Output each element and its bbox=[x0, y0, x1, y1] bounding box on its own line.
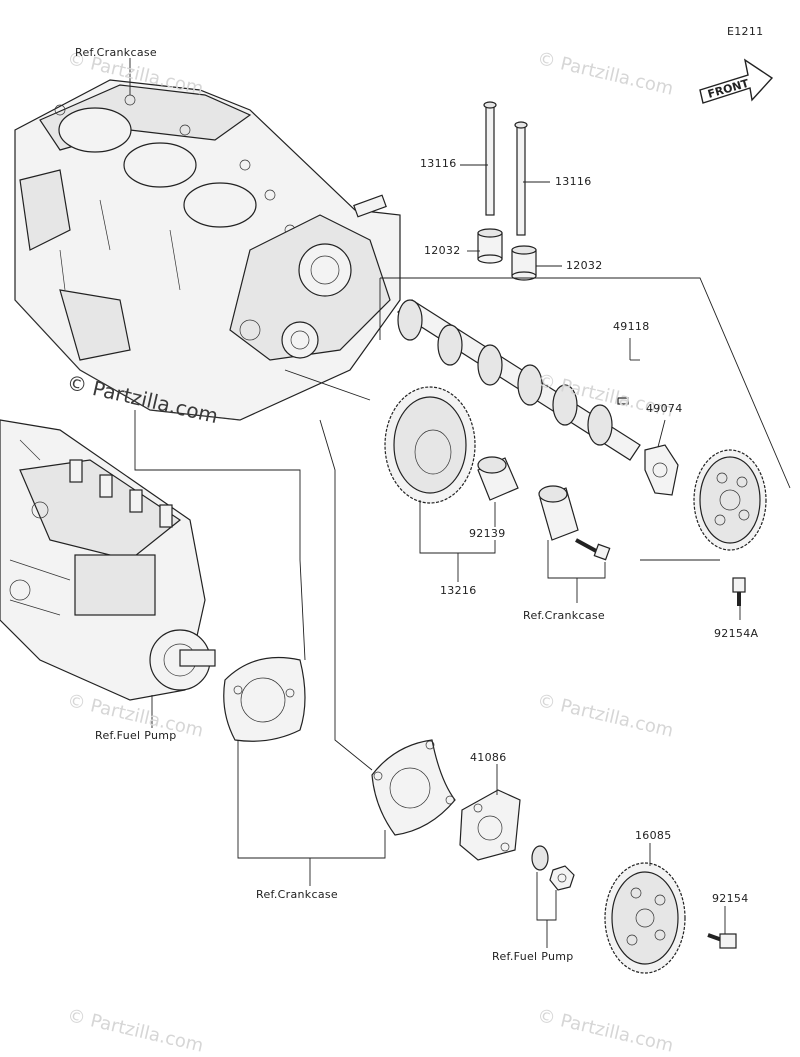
diagram-drawing: FRONT bbox=[0, 58, 791, 974]
key-icon bbox=[617, 397, 629, 405]
camshaft-gear bbox=[693, 449, 767, 551]
gasket-crankcase bbox=[371, 739, 456, 836]
label-ref-crankcase-mid[interactable]: Ref.Crankcase bbox=[523, 609, 605, 622]
idler-gear-13216 bbox=[384, 386, 476, 504]
tappet-12032-left bbox=[477, 228, 503, 264]
idler-shaft-bolt bbox=[575, 538, 611, 561]
label-49118[interactable]: 49118 bbox=[613, 320, 650, 333]
tappet-12032-right bbox=[511, 245, 537, 281]
label-92139[interactable]: 92139 bbox=[469, 527, 506, 540]
gasket-fuel-pump bbox=[223, 656, 306, 742]
label-ref-fuel-pump-bottom[interactable]: Ref.Fuel Pump bbox=[492, 950, 574, 963]
label-ref-crankcase-bottom[interactable]: Ref.Crankcase bbox=[256, 888, 338, 901]
push-rod-13116-left bbox=[483, 101, 497, 216]
camshaft-49118 bbox=[396, 299, 641, 461]
label-49074[interactable]: 49074 bbox=[646, 402, 683, 415]
idler-shaft bbox=[538, 485, 579, 541]
label-13116-right[interactable]: 13116 bbox=[555, 175, 592, 188]
fuel-pump-gear-16085 bbox=[604, 862, 686, 974]
fuel-pump-illustration bbox=[0, 419, 216, 701]
label-41086[interactable]: 41086 bbox=[470, 751, 507, 764]
nut-icon bbox=[549, 865, 575, 891]
label-ref-crankcase-top[interactable]: Ref.Crankcase bbox=[75, 46, 157, 59]
label-16085[interactable]: 16085 bbox=[635, 829, 672, 842]
thrust-plate-49074 bbox=[644, 444, 679, 496]
label-13216[interactable]: 13216 bbox=[440, 584, 477, 597]
label-13116-left[interactable]: 13116 bbox=[420, 157, 457, 170]
diagram-code: E1211 bbox=[727, 25, 764, 38]
bolt-92154A bbox=[732, 577, 746, 606]
leader-lines bbox=[129, 58, 791, 948]
crankcase-block-illustration bbox=[14, 79, 401, 421]
flange-41086 bbox=[459, 789, 521, 861]
front-arrow-icon: FRONT bbox=[699, 58, 774, 104]
key-washer bbox=[531, 845, 549, 871]
bushing-92139 bbox=[477, 456, 519, 501]
front-label: FRONT bbox=[706, 77, 750, 101]
label-12032-right[interactable]: 12032 bbox=[566, 259, 603, 272]
bolt-92154 bbox=[707, 933, 737, 949]
label-92154[interactable]: 92154 bbox=[712, 892, 749, 905]
label-ref-fuel-pump-left[interactable]: Ref.Fuel Pump bbox=[95, 729, 177, 742]
label-92154A[interactable]: 92154A bbox=[714, 627, 759, 640]
label-12032-left[interactable]: 12032 bbox=[424, 244, 461, 257]
push-rod-13116-right bbox=[514, 121, 528, 236]
parts-diagram: FRONT bbox=[0, 25, 791, 1057]
